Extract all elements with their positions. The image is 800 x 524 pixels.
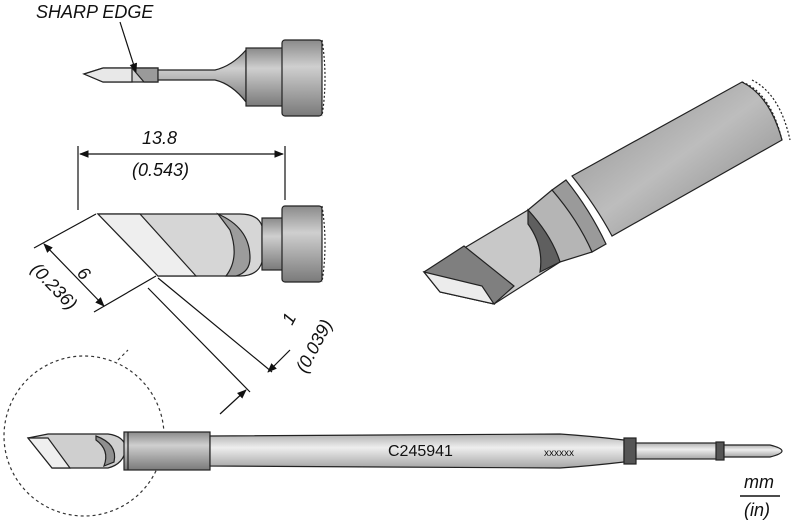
dimension-thickness [147, 277, 291, 415]
tip-top-view [82, 39, 326, 117]
length-in-label: (0.543) [132, 160, 189, 180]
unit-legend: mm (in) [740, 472, 780, 520]
tip-isometric-view [422, 79, 791, 305]
dimension-length [77, 146, 286, 210]
unit-mm-label: mm [744, 472, 774, 492]
tip-side-view [96, 205, 326, 283]
sharp-edge-label: SHARP EDGE [36, 2, 154, 22]
thickness-mm-label: 1 [278, 310, 300, 328]
unit-in-label: (in) [744, 500, 770, 520]
length-mm-label: 13.8 [142, 128, 177, 148]
sharp-edge-callout: SHARP EDGE [36, 2, 154, 73]
dimension-width [33, 213, 157, 313]
part-number-label: C245941 [388, 443, 453, 460]
width-mm-label: 6 [73, 263, 95, 285]
lot-code-label: xxxxxx [544, 448, 574, 459]
width-in-label: (0.236) [27, 259, 81, 314]
thickness-in-label: (0.039) [292, 316, 336, 376]
cartridge-full-view [26, 431, 783, 471]
